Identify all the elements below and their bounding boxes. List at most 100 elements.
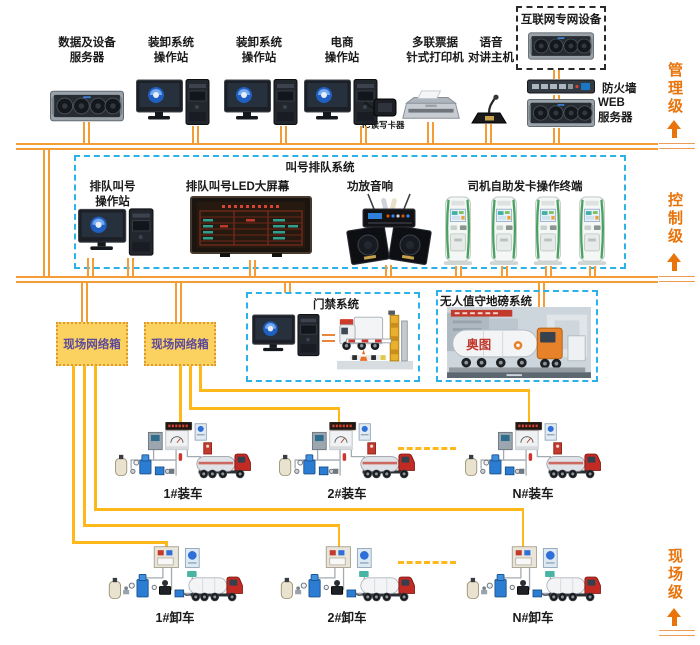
bus-management: [16, 143, 658, 150]
up-arrow-icon: [667, 120, 681, 138]
wire-loadN: [199, 366, 202, 389]
drop-web-server: [552, 128, 560, 143]
firewall-icon: [527, 78, 595, 95]
unloading-station-illustration: [272, 545, 422, 609]
gate-link: [322, 334, 335, 342]
loading-station-illustration: [458, 422, 608, 486]
bus-interconnect: [42, 149, 50, 277]
drop-gate-system: [283, 283, 291, 293]
drop-netbox-2: [174, 283, 182, 322]
gate-system-title: 门禁系统: [313, 299, 359, 311]
wire-unload2: [337, 524, 340, 549]
label-data-server: 数据及设备 服务器: [58, 37, 116, 64]
web-server-icon: [527, 98, 595, 128]
wire-unload2: [83, 524, 340, 527]
station-label: N#卸车: [512, 611, 554, 625]
station-label: 2#装车: [327, 487, 367, 501]
drop-kiosk-4: [588, 266, 596, 277]
wire-unload2: [83, 366, 86, 524]
kiosk-icon: [440, 196, 476, 266]
drop-printer: [426, 122, 434, 143]
station-label: N#装车: [512, 487, 554, 501]
label-amplifier: 功放音响: [347, 181, 393, 193]
wire-load1: [179, 366, 182, 424]
drop-pc2: [279, 126, 287, 143]
kiosk-icon: [530, 196, 566, 266]
drop-amplifier: [384, 265, 392, 277]
up-arrow-icon: [667, 608, 681, 626]
internet-device-icon: [527, 32, 595, 60]
wire-unload1: [72, 541, 167, 544]
drop-queue-pc-b: [126, 258, 134, 277]
field-network-box-1: 现场网络箱: [56, 322, 128, 366]
label-intercom: 语音 对讲主机: [468, 37, 514, 64]
label-web-server: WEB 服务器: [598, 97, 633, 124]
weighbridge-illustration: 奥图: [447, 307, 591, 378]
drop-weighbridge: [537, 283, 545, 307]
level-management: 管理级: [666, 62, 683, 116]
operator-pc-icon: [136, 79, 210, 127]
drop-kiosk-1: [454, 266, 462, 277]
drop-netbox-1: [80, 283, 88, 322]
gate-system-box: [246, 292, 420, 382]
level-divider: [659, 630, 695, 636]
drop-kiosk-2: [500, 266, 508, 277]
label-led-screen: 排队叫号LED大屏幕: [185, 181, 290, 193]
dot-matrix-printer-icon: [400, 90, 462, 122]
wire-load2: [189, 407, 340, 410]
level-divider: [659, 276, 695, 282]
wire-unloadN: [94, 366, 97, 508]
link-internet-firewall: [552, 70, 560, 79]
label-printer: 多联票据 针式打印机: [406, 37, 464, 64]
unloading-row-ellipsis: [398, 561, 456, 564]
bus-control: [16, 276, 658, 283]
field-network-box-2: 现场网络箱: [144, 322, 216, 366]
loading-station-illustration: [272, 422, 422, 486]
data-server-icon: [50, 90, 124, 122]
internet-equipment-box: [516, 6, 606, 70]
drop-mic: [484, 124, 492, 143]
weighbridge-truck-logo: 奥图: [466, 337, 491, 352]
label-firewall: 防火墙: [602, 83, 637, 95]
wire-load2: [337, 407, 340, 424]
wire-loadN: [199, 389, 530, 392]
label-internet-equipment: 互联网专网设备: [520, 14, 602, 26]
amplifier-speakers-icon: [346, 193, 432, 265]
level-field: 现场级: [666, 548, 683, 602]
wire-load2: [189, 366, 192, 407]
ic-card-reader-icon: [364, 95, 398, 119]
label-loading-station-2: 装卸系统 操作站: [236, 37, 282, 64]
weighbridge-title: 无人值守地磅系统: [440, 296, 532, 308]
drop-pc3: [359, 126, 367, 143]
weighbridge-box: [436, 290, 598, 382]
label-ecommerce-station: 电商 操作站: [324, 37, 360, 64]
drop-data-server: [82, 122, 90, 143]
label-kiosks: 司机自助发卡操作终端: [467, 181, 583, 193]
unloading-station-illustration: [458, 545, 608, 609]
station-label: 1#卸车: [155, 611, 195, 625]
kiosk-icon: [486, 196, 522, 266]
wire-unloadN: [94, 508, 524, 511]
drop-led-screen: [248, 260, 256, 277]
queue-operator-pc-icon: [78, 208, 154, 258]
level-control: 控制级: [666, 192, 683, 246]
link-firewall-web: [552, 95, 560, 100]
wire-loadN: [527, 389, 530, 424]
wire-unload1: [72, 366, 75, 541]
label-ic-reader: IC读写卡器: [362, 120, 405, 130]
label-loading-station-1: 装卸系统 操作站: [148, 37, 194, 64]
queue-system-title: 叫号排队系统: [285, 162, 355, 174]
wire-unloadN: [521, 508, 524, 549]
label-queue-operator: 排队叫号 操作站: [89, 181, 136, 208]
wire-unload1: [165, 541, 168, 549]
gate-barrier-illustration: [337, 302, 413, 378]
field-network-box-label: 现场网络箱: [151, 339, 209, 351]
kiosk-icon: [574, 196, 610, 266]
loading-row-ellipsis: [398, 447, 456, 450]
loading-station-illustration: [108, 422, 258, 486]
up-arrow-icon: [667, 253, 681, 271]
station-label: 1#装车: [163, 487, 203, 501]
queue-system-box: [74, 155, 626, 269]
station-label: 2#卸车: [327, 611, 367, 625]
